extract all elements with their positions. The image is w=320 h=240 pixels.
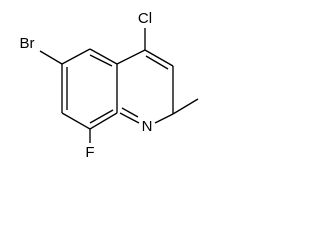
bond-c5-c6	[61, 48, 91, 65]
bromine-atom-label: Br	[20, 35, 35, 52]
bond-c4a-c5-inner	[89, 54, 113, 67]
bond-c4-c4a	[116, 49, 146, 65]
fluorine-atom-label: F	[85, 144, 94, 161]
nitrogen-atom-label: N	[142, 118, 153, 135]
bond-c4-c3-inner	[145, 55, 169, 70]
bond-c8-c8a-inner	[89, 109, 114, 124]
chlorine-atom-label: Cl	[138, 10, 152, 27]
quinoline-structure-diagram: Cl Br F N	[20, 10, 199, 161]
bond-c6-br	[39, 50, 63, 65]
bond-c2-methyl	[172, 98, 199, 115]
bond-c4-c3	[144, 49, 174, 67]
bond-n1-c8a-inner	[121, 107, 139, 118]
bond-n1-c8a	[119, 112, 140, 124]
bond-c2-n1	[154, 113, 174, 124]
bond-c4a-c5	[89, 48, 118, 65]
bond-c7-c8	[61, 112, 91, 130]
bond-c8-c8a	[89, 112, 118, 130]
